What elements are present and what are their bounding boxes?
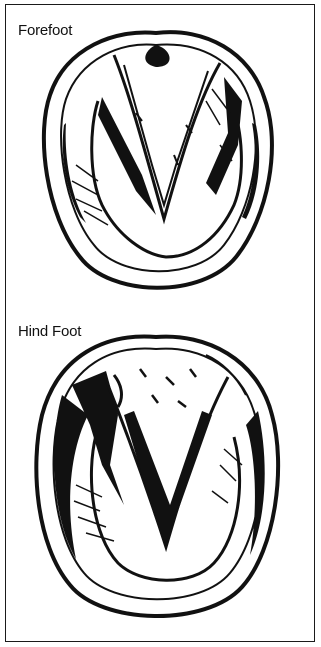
hind-foot-label: Hind Foot <box>18 323 83 340</box>
hind-foot-hoof-drawing <box>6 315 314 641</box>
forefoot-label: Forefoot <box>18 22 74 39</box>
forefoot-hoof-drawing <box>6 5 314 315</box>
forefoot-hoof-wall <box>44 32 272 288</box>
forefoot-panel: Forefoot <box>6 5 314 315</box>
hind-foot-panel: Hind Foot <box>6 315 314 641</box>
figure-frame: Forefoot Hind Foot <box>5 4 315 642</box>
